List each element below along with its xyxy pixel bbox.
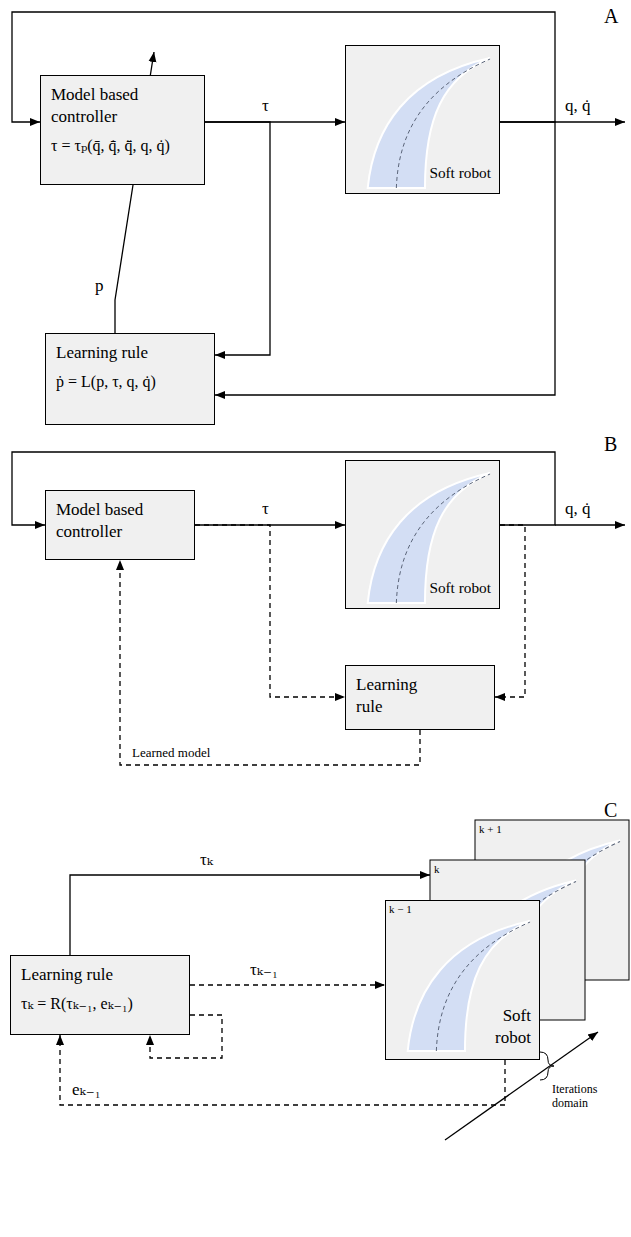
panel-letter: B [604, 432, 617, 456]
controller-box: Model based controller [45, 490, 195, 560]
formula: τₖ = R(τₖ₋₁, eₖ₋₁) [21, 994, 179, 1015]
robot-box: Soft robot [345, 460, 500, 609]
dashed-connector [195, 525, 345, 697]
iteration-index: k [434, 863, 440, 876]
robot-box: Soft robot [385, 900, 540, 1060]
bracket [540, 1052, 554, 1080]
axis-label: Iterations domain [552, 1082, 618, 1111]
signal-label: τ [262, 499, 269, 519]
signal-label: Learned model [132, 745, 210, 761]
box-title: Model based controller [51, 84, 194, 128]
signal-label: q, q̇ [565, 499, 591, 519]
signal-label: p [95, 276, 104, 296]
signal-label: q, q̇ [565, 96, 591, 116]
learning-rule-box: Learning rule ṗ = L(p, τ, q, q̇) [45, 333, 215, 425]
dashed-connector [190, 984, 385, 985]
box-title: Learning rule [356, 674, 436, 718]
box-title: Soft robot [427, 578, 491, 598]
output-arrow [555, 121, 625, 122]
box-title: Soft robot [427, 163, 491, 183]
signal-label: τ [262, 96, 269, 116]
controller-box: Model based controller τ = τₚ(q̄, q̄̇, q̄… [40, 75, 205, 185]
learning-rule-box: Learning rule [345, 665, 495, 730]
connector [115, 185, 133, 333]
box-title: Learning rule [21, 964, 179, 986]
connector [205, 122, 270, 355]
output-arrow [555, 524, 625, 525]
iteration-index: k + 1 [479, 823, 502, 836]
iteration-input-arrow [70, 875, 430, 955]
robot-box: Soft robot [345, 45, 500, 194]
formula: τ = τₚ(q̄, q̄̇, q̄̈, q, q̇) [51, 136, 194, 157]
signal-label: τₖ₋₁ [250, 960, 278, 980]
box-title: Model based controller [56, 499, 184, 543]
signal-label: τₖ [200, 850, 213, 870]
box-title: Learning rule [56, 342, 204, 364]
learning-rule-box: Learning rule τₖ = R(τₖ₋₁, eₖ₋₁) [10, 955, 190, 1035]
box-title: Soft robot [467, 1005, 531, 1049]
panel-letter: A [604, 4, 618, 28]
signal-label: eₖ₋₁ [72, 1080, 101, 1100]
formula: ṗ = L(p, τ, q, q̇) [56, 372, 204, 393]
iteration-index: k − 1 [389, 903, 412, 916]
panel-letter: C [604, 798, 617, 822]
